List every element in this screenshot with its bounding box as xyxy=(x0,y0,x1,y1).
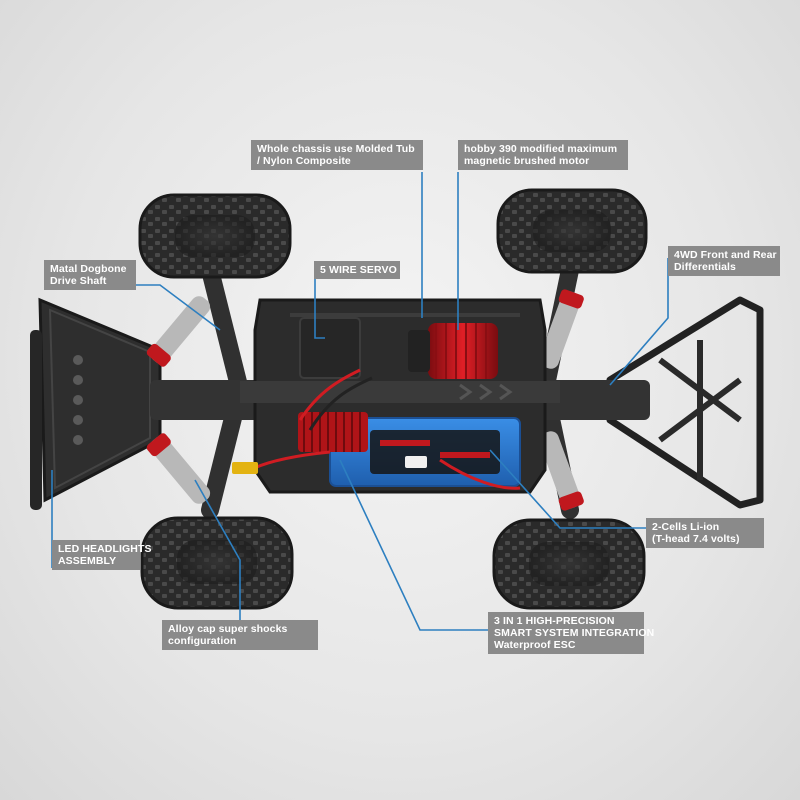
callout-shocks-line1: Alloy cap super shocks xyxy=(168,623,288,635)
callout-esc: 3 IN 1 HIGH-PRECISION SMART SYSTEM INTEG… xyxy=(488,612,655,654)
callout-line-diff xyxy=(609,258,669,386)
callout-line-servo xyxy=(314,268,325,339)
callout-headlights-line2: ASSEMBLY xyxy=(58,555,117,567)
callout-chassis-line1: Whole chassis use Molded Tub xyxy=(257,143,415,155)
wires xyxy=(232,368,521,490)
callout-chassis-line2: / Nylon Composite xyxy=(257,155,351,167)
callout-diff-line1: 4WD Front and Rear xyxy=(674,249,777,261)
callout-motor-line1: hobby 390 modified maximum xyxy=(464,143,618,155)
battery xyxy=(329,417,521,487)
tire-rear-top xyxy=(496,188,648,274)
tire-front-bottom xyxy=(140,516,294,610)
callout-esc-line2: SMART SYSTEM INTEGRATION xyxy=(494,627,655,639)
esc xyxy=(298,412,368,452)
servo xyxy=(299,317,361,379)
callout-line-battery xyxy=(489,449,646,529)
callout-lines xyxy=(51,172,669,631)
callout-diff-line2: Differentials xyxy=(674,261,736,273)
callout-shocks: Alloy cap super shocks configuration xyxy=(162,620,318,650)
callout-headlights: LED HEADLIGHTS ASSEMBLY xyxy=(52,540,152,570)
shock-absorbers xyxy=(146,289,584,511)
callout-battery: 2-Cells Li-ion (T-head 7.4 volts) xyxy=(646,518,764,548)
callout-esc-line1: 3 IN 1 HIGH-PRECISION xyxy=(494,615,615,627)
callout-headlights-line1: LED HEADLIGHTS xyxy=(58,543,152,555)
callout-servo-line1: 5 WIRE SERVO xyxy=(320,264,397,276)
callout-battery-line2: (T-head 7.4 volts) xyxy=(652,533,740,545)
callout-line-dogbone xyxy=(135,284,221,331)
callout-esc-line3: Waterproof ESC xyxy=(494,639,576,651)
callout-servo: 5 WIRE SERVO xyxy=(314,261,400,279)
callout-motor: hobby 390 modified maximum magnetic brus… xyxy=(458,140,628,170)
motor xyxy=(408,323,498,379)
tire-front-top xyxy=(138,193,292,279)
callout-line-esc xyxy=(339,459,488,631)
callout-dogbone-line2: Drive Shaft xyxy=(50,275,107,287)
tire-rear-bottom xyxy=(492,518,646,610)
front-bumper xyxy=(30,297,162,510)
callout-chassis: Whole chassis use Molded Tub / Nylon Com… xyxy=(251,140,423,170)
callout-motor-line2: magnetic brushed motor xyxy=(464,155,590,167)
callout-dogbone: Matal Dogbone Drive Shaft xyxy=(44,260,136,290)
callout-line-shocks xyxy=(194,479,241,630)
callout-diff: 4WD Front and Rear Differentials xyxy=(668,246,780,276)
callout-shocks-line2: configuration xyxy=(168,635,237,647)
callout-battery-line1: 2-Cells Li-ion xyxy=(652,521,720,533)
callout-dogbone-line1: Matal Dogbone xyxy=(50,263,127,275)
